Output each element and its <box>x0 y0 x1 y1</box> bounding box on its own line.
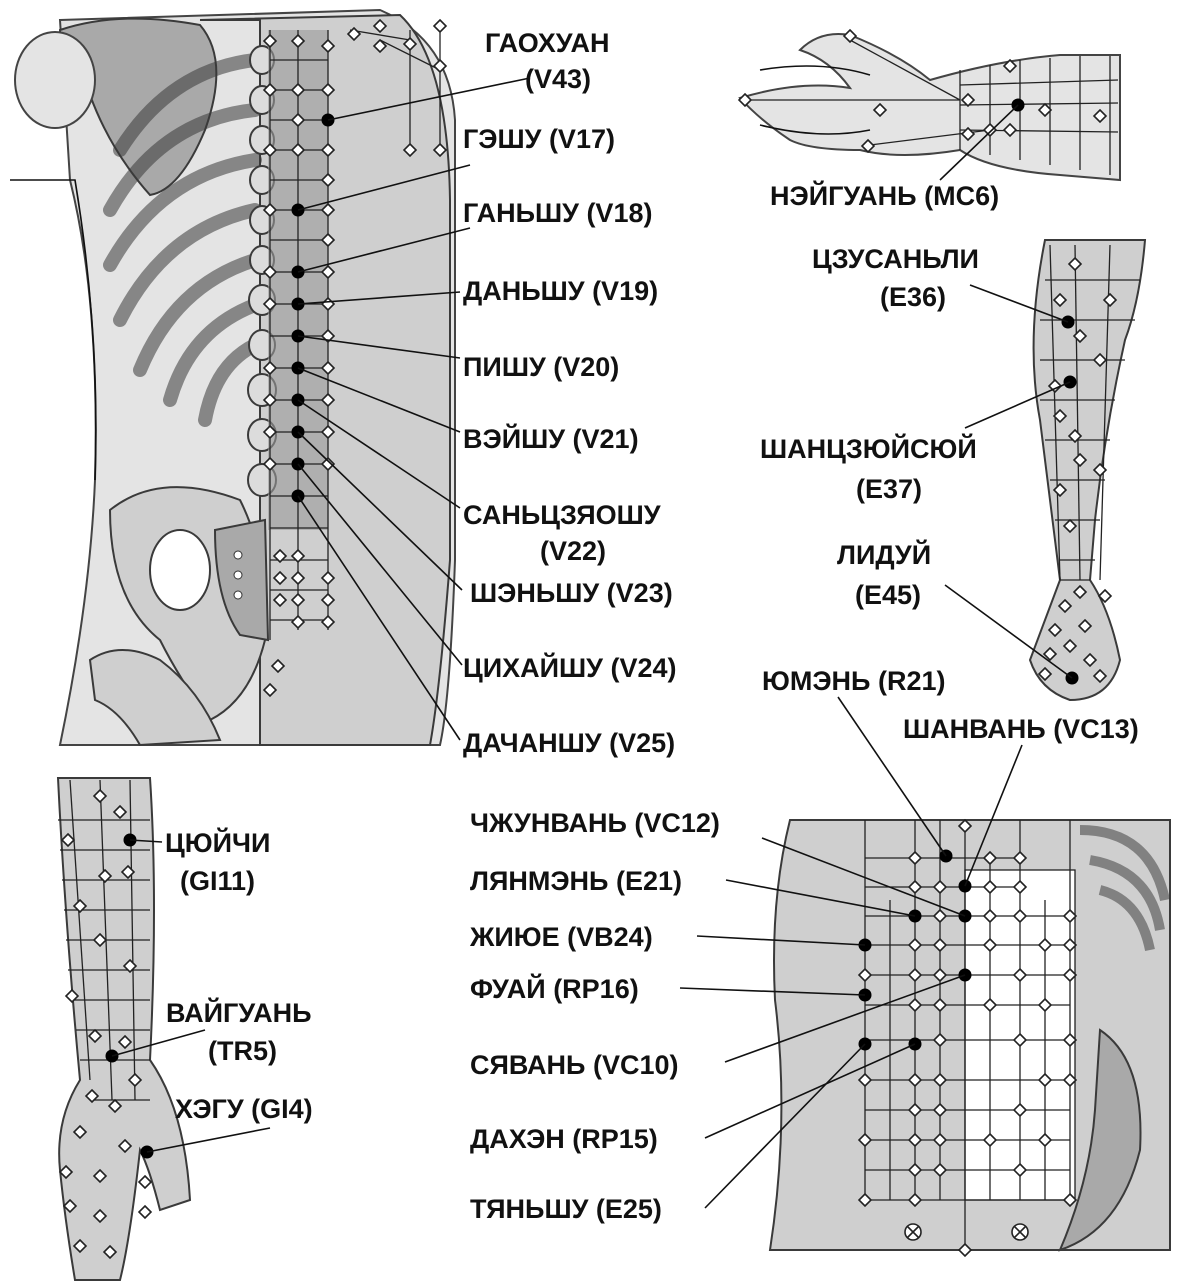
label-rp16: ФУАЙ (RP16) <box>470 973 639 1004</box>
label-v43-code: (V43) <box>525 64 591 94</box>
label-mc6: НЭЙГУАНЬ (MC6) <box>770 180 999 211</box>
sacral-foramen <box>234 571 242 579</box>
label-v43-name: ГАОХУАН <box>485 28 610 58</box>
label-rp15: ДАХЭН (RP15) <box>470 1124 658 1154</box>
label-e45-code: (E45) <box>855 580 921 610</box>
label-e37-code: (E37) <box>856 474 922 504</box>
label-e36-code: (E36) <box>880 282 946 312</box>
label-vc10: СЯВАНЬ (VC10) <box>470 1050 679 1080</box>
back-panel <box>10 10 530 745</box>
sacral-foramen <box>234 591 242 599</box>
label-e25: ТЯНЬШУ (E25) <box>470 1194 662 1224</box>
label-v24: ЦИХАЙШУ (V24) <box>463 652 677 683</box>
label-vc13: ШАНВАНЬ (VC13) <box>903 714 1139 744</box>
label-gi11-code: (GI11) <box>180 866 255 896</box>
label-e45-name: ЛИДУЙ <box>837 539 931 570</box>
hand-panel <box>739 30 1120 180</box>
sacral-foramen <box>234 551 242 559</box>
leg-panel <box>945 240 1145 700</box>
label-tr5-code: (TR5) <box>208 1036 277 1066</box>
label-gi4: ХЭГУ (GI4) <box>175 1094 313 1124</box>
label-v17: ГЭШУ (V17) <box>463 124 615 154</box>
label-v22-code: (V22) <box>540 536 606 566</box>
label-v22-name: САНЬЦЗЯОШУ <box>463 500 662 530</box>
label-gi11-name: ЦЮЙЧИ <box>165 827 270 858</box>
acetabulum-shape <box>150 530 210 610</box>
label-e36-name: ЦЗУСАНЬЛИ <box>812 244 979 274</box>
label-vb24: ЖИЮЕ (VB24) <box>469 922 653 952</box>
leg-silhouette <box>1030 240 1145 700</box>
label-r21: ЮМЭНЬ (R21) <box>762 666 945 696</box>
label-e37-name: ШАНЦЗЮЙСЮЙ <box>760 433 977 464</box>
hand-silhouette <box>740 34 1120 180</box>
label-v20: ПИШУ (V20) <box>463 352 619 382</box>
label-v25: ДАЧАНШУ (V25) <box>463 728 675 758</box>
label-v19: ДАНЬШУ (V19) <box>463 276 658 306</box>
label-e21: ЛЯНМЭНЬ (E21) <box>470 866 682 896</box>
label-v18: ГАНЬШУ (V18) <box>463 198 652 228</box>
abdomen-panel <box>680 697 1170 1256</box>
label-v21: ВЭЙШУ (V21) <box>463 423 639 454</box>
label-v23: ШЭНЬШУ (V23) <box>470 578 673 608</box>
humerus-head-shape <box>15 32 95 128</box>
label-vc12: ЧЖУНВАНЬ (VC12) <box>470 808 720 838</box>
label-tr5-name: ВАЙГУАНЬ <box>166 997 312 1028</box>
